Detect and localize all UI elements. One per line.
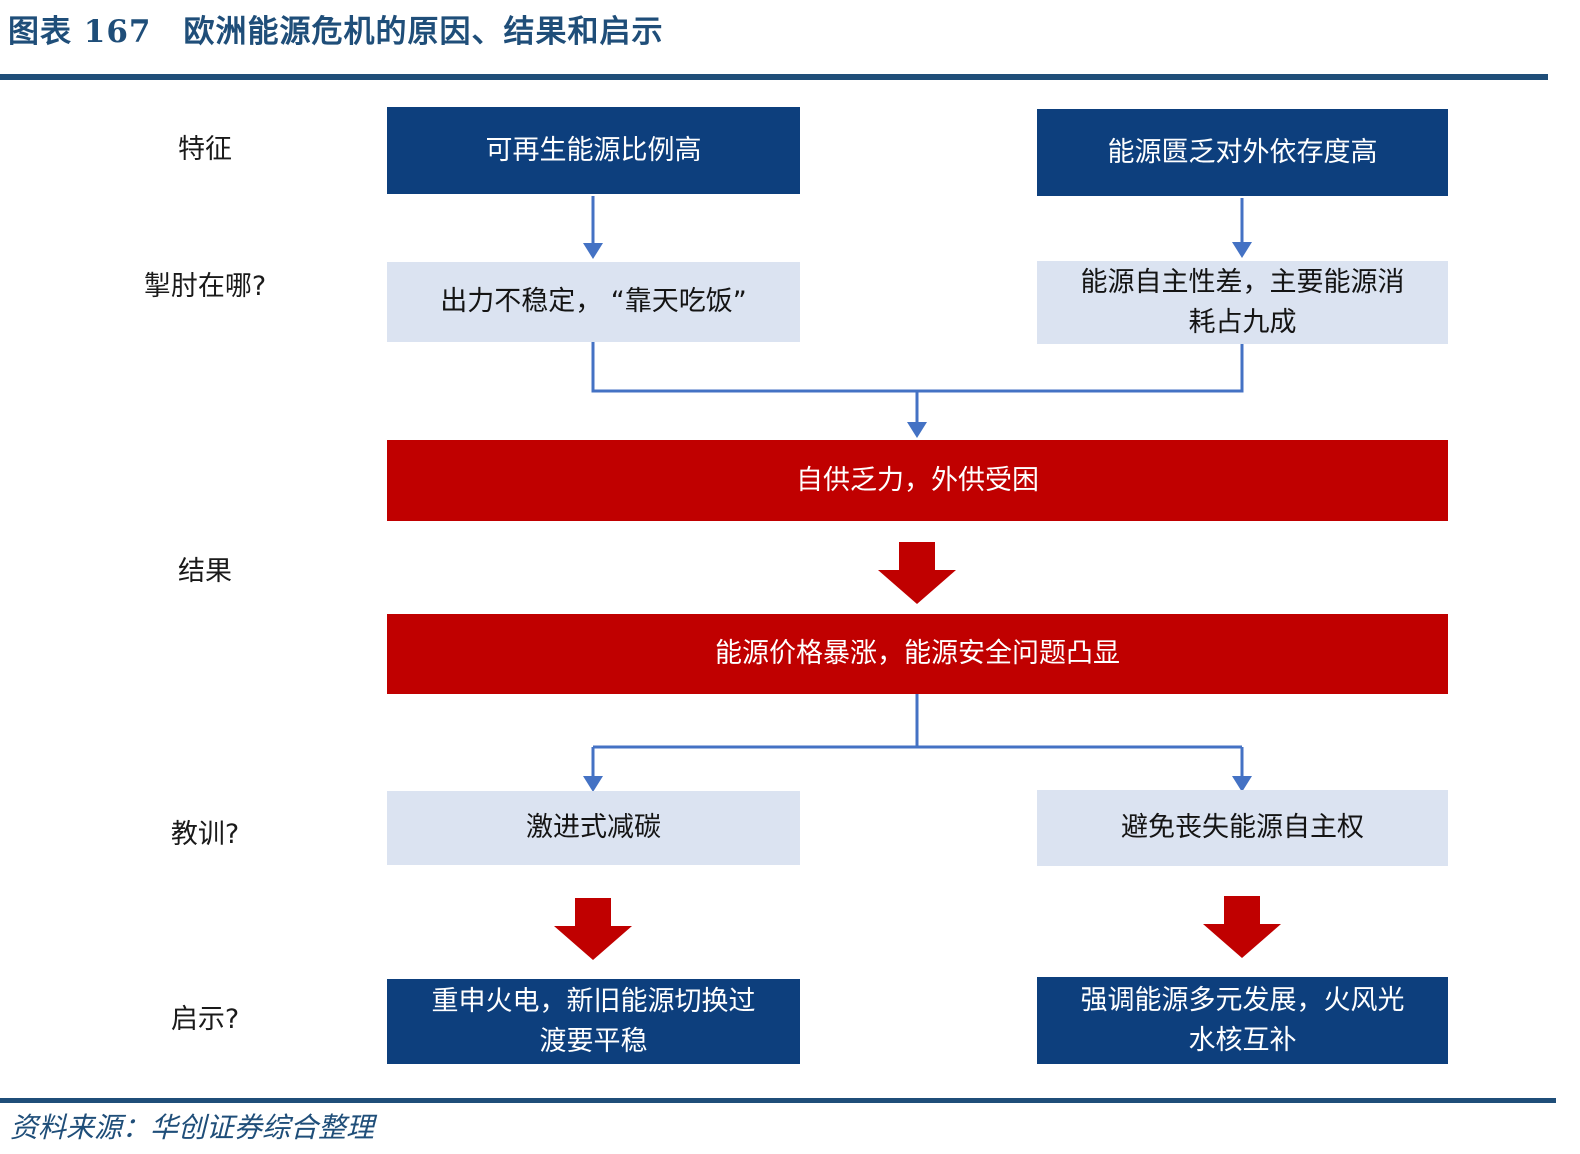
title-underline — [0, 74, 1548, 80]
box-feature-right-text: 能源匮乏对外依存度高 — [1107, 136, 1378, 168]
box-constraint-right-text: 能源自主性差，主要能源消耗占九成 — [1080, 266, 1405, 338]
arrowhead — [907, 422, 927, 438]
box-result-1-text: 自供乏力，外供受困 — [796, 464, 1039, 496]
box-implication-right: 强调能源多元发展，火风光水核互补 — [1037, 977, 1448, 1064]
block-arrow-head — [554, 926, 632, 960]
box-lesson-right: 避免丧失能源自主权 — [1037, 790, 1448, 866]
block-arrow-shaft — [899, 542, 935, 570]
down-block-arrow-center — [878, 542, 956, 604]
down-block-arrow-right — [1203, 896, 1281, 958]
box-result-2-text: 能源价格暴涨，能源安全问题凸显 — [715, 638, 1120, 669]
box-implication-right-text: 强调能源多元发展，火风光水核互补 — [1080, 984, 1405, 1056]
box-feature-left-text: 可再生能源比例高 — [485, 134, 702, 166]
arrowhead — [1232, 242, 1252, 258]
box-result-1: 自供乏力，外供受困 — [387, 440, 1448, 521]
row-label-results: 结果 — [178, 556, 232, 587]
box-constraint-left-text: 出力不稳定， “靠天吃饭” — [440, 286, 747, 317]
arrowhead — [583, 776, 603, 792]
box-lesson-left: 激进式减碳 — [387, 791, 800, 865]
footer-rule — [0, 1098, 1556, 1103]
box-constraint-right: 能源自主性差，主要能源消耗占九成 — [1037, 261, 1448, 344]
box-lesson-right-text: 避免丧失能源自主权 — [1121, 812, 1364, 843]
block-arrow-head — [878, 570, 956, 604]
block-arrow-shaft — [575, 898, 611, 926]
box-feature-right: 能源匮乏对外依存度高 — [1037, 109, 1448, 196]
row-label-features: 特征 — [178, 134, 232, 165]
row-label-lessons: 教训? — [170, 819, 240, 850]
block-arrow-head — [1203, 924, 1281, 958]
box-implication-left: 重申火电，新旧能源切换过渡要平稳 — [387, 979, 800, 1064]
box-feature-left: 可再生能源比例高 — [387, 107, 800, 194]
row-label-implications: 启示? — [170, 1004, 240, 1035]
arrowhead — [583, 243, 603, 259]
source-note: 资料来源：华创证券综合整理 — [10, 1111, 375, 1144]
row-label-constraints: 掣肘在哪? — [143, 271, 267, 302]
figure-title: 图表 167 欧洲能源危机的原因、结果和启示 — [8, 14, 664, 50]
box-result-2: 能源价格暴涨，能源安全问题凸显 — [387, 614, 1448, 694]
connector-merge-elbow — [591, 342, 1244, 393]
block-arrow-shaft — [1224, 896, 1260, 924]
down-block-arrow-left — [554, 898, 632, 960]
box-implication-left-text: 重申火电，新旧能源切换过渡要平稳 — [431, 985, 756, 1057]
box-constraint-left: 出力不稳定， “靠天吃饭” — [387, 262, 800, 342]
box-lesson-left-text: 激进式减碳 — [526, 812, 661, 843]
